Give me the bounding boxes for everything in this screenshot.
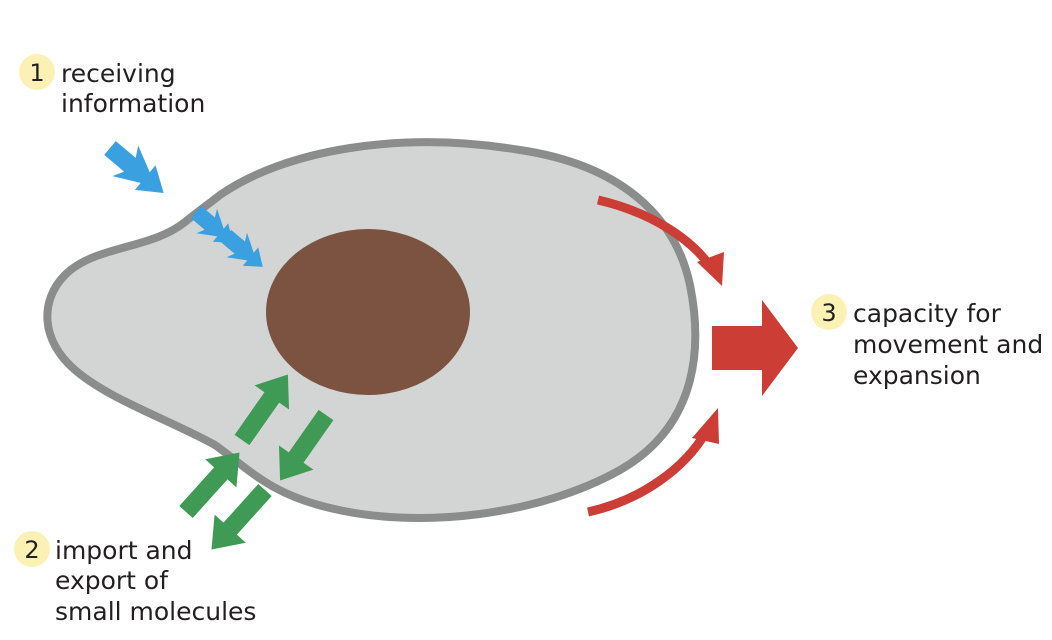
callout-import-export: 2 import and export of small molecules xyxy=(14,531,256,626)
callout-label-line: capacity for xyxy=(853,299,1002,328)
callout-badge xyxy=(811,294,847,330)
callout-number: 3 xyxy=(821,299,836,327)
callout-label-line: receiving xyxy=(61,59,176,88)
callout-label-line: small molecules xyxy=(55,597,256,626)
callout-movement-expansion: 3 capacity for movement and expansion xyxy=(811,294,1043,390)
callout-label-line: movement and xyxy=(853,330,1043,359)
callout-label-line: import and xyxy=(55,536,193,565)
lightning-arrow-icon xyxy=(97,132,177,209)
curved-arrow-head-icon xyxy=(692,408,719,444)
curved-arrow-icon xyxy=(587,429,710,517)
curved-arrow-icon xyxy=(596,195,714,269)
callout-label-line: expansion xyxy=(853,361,981,390)
block-arrow-right-icon xyxy=(712,300,798,396)
callout-label-line: information xyxy=(61,89,205,118)
movement-arrows xyxy=(587,195,798,517)
callout-badge xyxy=(19,54,55,90)
callout-badge xyxy=(14,531,50,567)
curved-arrow-head-icon xyxy=(697,252,724,286)
callout-receiving-information: 1 receiving information xyxy=(19,54,205,118)
nucleus xyxy=(266,229,470,395)
callout-label-line: export of xyxy=(55,566,169,595)
callout-number: 1 xyxy=(29,59,44,87)
callout-number: 2 xyxy=(24,536,39,564)
